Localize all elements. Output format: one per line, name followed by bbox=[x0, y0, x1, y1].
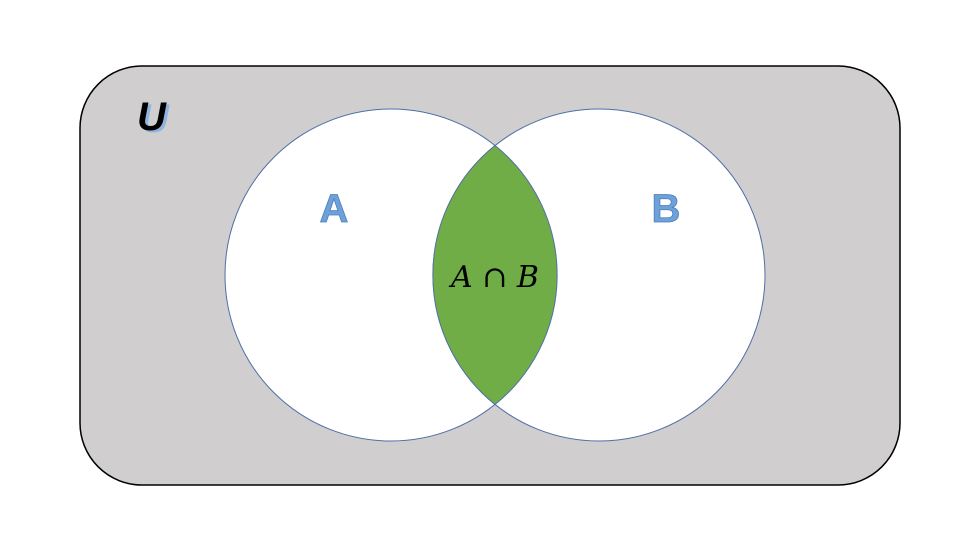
set-b-label: B bbox=[652, 187, 681, 231]
universe-label-shadow: U bbox=[140, 97, 170, 141]
set-a-label: A bbox=[320, 187, 349, 231]
intersection-region bbox=[432, 144, 558, 406]
intersection-label: A ∩ B bbox=[448, 260, 539, 295]
universe-label: U bbox=[137, 95, 167, 139]
